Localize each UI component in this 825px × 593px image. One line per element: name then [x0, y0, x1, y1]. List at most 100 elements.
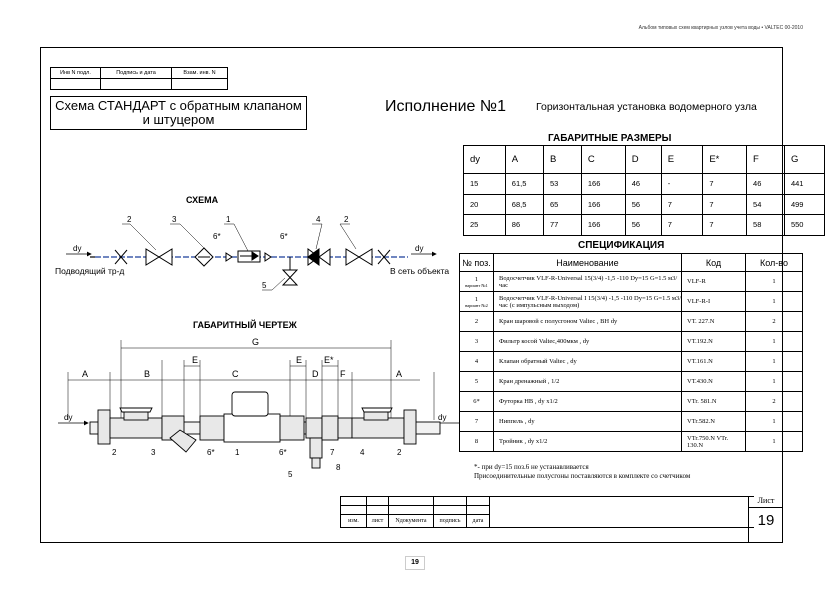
schema-outlet-label: В сеть объекта — [390, 266, 449, 276]
dims-cell: 166 — [580, 193, 626, 215]
spec-pos-number: 1 — [474, 275, 479, 283]
dims-cell: 7 — [660, 193, 704, 215]
spec-pos-number: 4 — [474, 358, 479, 365]
dims-cell: 54 — [746, 193, 785, 215]
spec-code: VT.192.N — [681, 331, 746, 352]
spec-code: VT.161.N — [681, 351, 746, 372]
dim-G: G — [252, 337, 259, 347]
spec-pos-number: 3 — [474, 338, 479, 345]
spec-code: VLF-R — [681, 271, 746, 292]
stamp-top: Инв N подл. Подпись и дата Взам. инв. N — [50, 67, 228, 90]
spec-pos-variant: вариант №2 — [465, 302, 488, 308]
stamp-bottom: изм. лист Nдокумента подпись дата — [340, 496, 754, 528]
spec-qty: 1 — [745, 271, 803, 292]
spec-pos-number: 1 — [474, 295, 479, 303]
drawing-callout-5: 5 — [288, 470, 293, 479]
drawing-title: ГАБАРИТНЫЙ ЧЕРТЕЖ — [193, 319, 298, 330]
spec-qty: 1 — [745, 411, 803, 432]
scheme-title: Схема СТАНДАРТ с обратным клапаном и шту… — [50, 96, 307, 130]
sheet-box: Лист 19 — [748, 496, 783, 543]
spec-name: Клапан обратный Valtec , dy — [493, 351, 682, 372]
spec-head-pos: № поз. — [459, 253, 494, 272]
scheme-title-line1: Схема СТАНДАРТ с обратным клапаном — [55, 98, 302, 113]
spec-code: VTr.750.N VTr. 130.N — [681, 431, 746, 452]
stamp-signature-label: подпись — [433, 514, 467, 528]
dims-cell: 7 — [702, 214, 748, 236]
dims-head-cell: E — [660, 145, 704, 174]
dims-head-cell: E* — [702, 145, 748, 174]
scheme-title-line2: и штуцером — [142, 112, 215, 127]
spec-qty: 1 — [745, 431, 803, 452]
dims-cell: 46 — [624, 173, 662, 195]
dims-cell: 15 — [463, 173, 506, 195]
execution-subtitle: Горизонтальная установка водомерного узл… — [536, 101, 757, 113]
spec-head-code: Код — [681, 253, 746, 272]
spec-title: СПЕЦИФИКАЦИЯ — [578, 240, 665, 251]
schema-pos-5: 5 — [262, 281, 267, 290]
drawing-dy-right: dy — [438, 413, 446, 422]
dims-cell: 65 — [542, 193, 582, 215]
dims-head-cell: dy — [463, 145, 506, 174]
spec-pos-number: 8 — [474, 438, 479, 445]
spec-name: Водосчетчик VLF-R-Universal 15(3/4) -1,5… — [493, 271, 682, 292]
spec-pos: 6* — [459, 391, 494, 412]
schema-pos-6a: 6* — [213, 232, 221, 241]
dims-cell: - — [660, 173, 704, 195]
spec-code: VTr.582.N — [681, 411, 746, 432]
spec-name: Кран шаровой с полусгоном Valtec , ВН dy — [493, 311, 682, 332]
stamp-doc-label: Nдокумента — [388, 514, 434, 528]
spec-pos-number: 6* — [473, 398, 480, 405]
spec-pos: 4 — [459, 351, 494, 372]
execution-title: Исполнение №1 — [385, 98, 506, 115]
dim-E-mid: E — [296, 355, 302, 365]
dims-head-cell: G — [783, 145, 825, 174]
notes: *- при dy=15 поз.6 не устанавливается Пр… — [474, 463, 690, 481]
dim-A-right: A — [396, 369, 402, 379]
dim-F: F — [340, 369, 346, 379]
spec-pos-variant: вариант №1 — [465, 282, 488, 288]
schema-pos-3: 3 — [172, 215, 177, 224]
dims-cell: 56 — [624, 214, 662, 236]
spec-pos-number: 5 — [474, 378, 479, 385]
dims-cell: 25 — [463, 214, 506, 236]
spec-name: Фильтр косой Valtec,400мкм , dy — [493, 331, 682, 352]
note-line2: Присоединительные полусгоны поставляются… — [474, 472, 691, 480]
dimensions-title: ГАБАРИТНЫЕ РАЗМЕРЫ — [548, 133, 672, 144]
dim-E-star: E* — [324, 355, 334, 365]
note-line1: *- при dy=15 поз.6 не устанавливается — [474, 463, 589, 471]
spec-name: Водосчетчик VLF-R-Universal I 15(3/4) -1… — [493, 291, 682, 312]
schema-pos-4: 4 — [316, 215, 321, 224]
spec-pos: 3 — [459, 331, 494, 352]
drawing-dy-left: dy — [64, 413, 72, 422]
drawing-callout-6a: 6* — [207, 448, 215, 457]
spec-pos: 7 — [459, 411, 494, 432]
drawing-callout-7: 7 — [330, 448, 335, 457]
spec-name: Футорка НВ , dy x1/2 — [493, 391, 682, 412]
dims-cell: 7 — [702, 173, 748, 195]
schema-dy-right: dy — [415, 244, 423, 253]
drawings-svg: СХЕМА dy dy 2 3 1 6* 6* 4 2 5 — [55, 195, 460, 479]
dims-cell: 53 — [542, 173, 582, 195]
page-number: 19 — [405, 556, 425, 570]
drawing-callout-3: 3 — [151, 448, 156, 457]
dims-cell: 499 — [783, 193, 825, 215]
spec-pos: 8 — [459, 431, 494, 452]
drawing-callout-4: 4 — [360, 448, 365, 457]
schema-dy-left: dy — [73, 244, 81, 253]
drawing-callout-2a: 2 — [112, 448, 117, 457]
spec-head-qty: Кол-во — [745, 253, 803, 272]
stamp-sheet-label: лист — [366, 514, 389, 528]
drawing-callout-2b: 2 — [397, 448, 402, 457]
dims-cell: 166 — [580, 214, 626, 236]
dim-C: C — [232, 369, 239, 379]
